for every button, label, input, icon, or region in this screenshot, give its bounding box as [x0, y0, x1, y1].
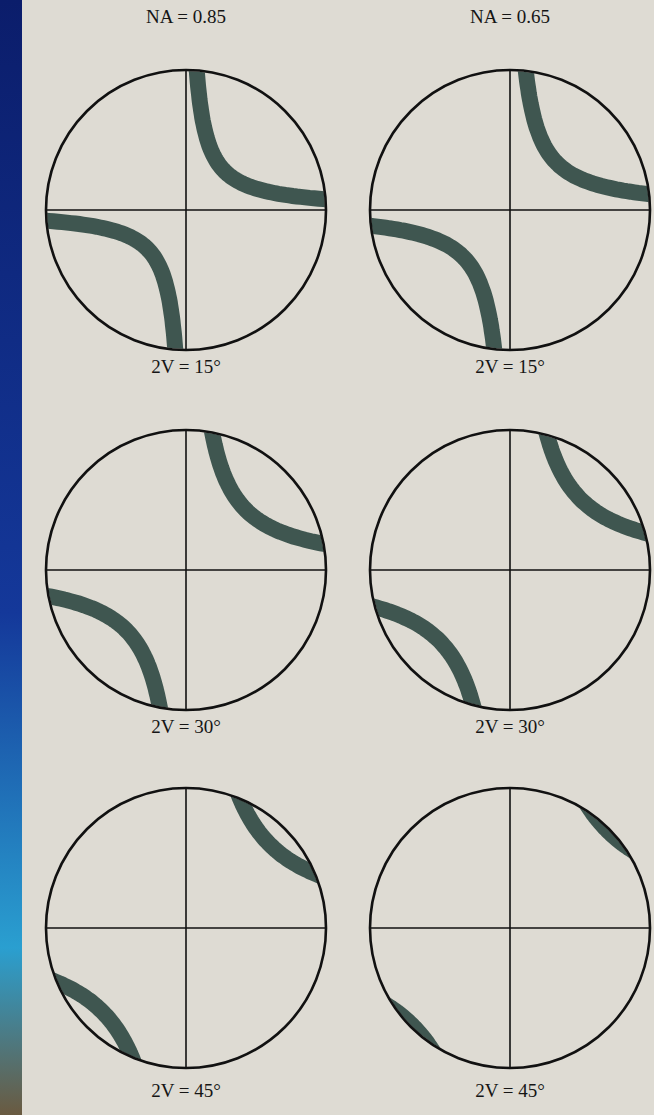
crosshair	[370, 209, 650, 211]
isogyre	[345, 763, 654, 1093]
figure-caption: 2V = 30°	[148, 716, 224, 738]
isogyre	[21, 763, 351, 1093]
figure-caption: 2V = 45°	[148, 1080, 224, 1102]
crosshair	[46, 927, 326, 929]
isogyre	[345, 45, 654, 375]
figure-caption: 2V = 30°	[472, 716, 548, 738]
field-circle	[46, 430, 326, 710]
figure-caption: 2V = 45°	[472, 1080, 548, 1102]
field-circle	[370, 788, 650, 1068]
isogyre	[21, 45, 351, 375]
crosshair	[370, 927, 650, 929]
figure-caption: 2V = 15°	[472, 356, 548, 378]
isogyre	[345, 405, 654, 735]
crosshair	[46, 209, 326, 211]
column-heading: NA = 0.65	[467, 6, 553, 28]
field-circle	[46, 788, 326, 1068]
isogyre	[21, 405, 351, 735]
field-circle	[370, 430, 650, 710]
figure-caption: 2V = 15°	[148, 356, 224, 378]
crosshair	[370, 569, 650, 571]
slide-strip	[0, 0, 22, 1115]
field-circle	[370, 70, 650, 350]
field-circle	[46, 70, 326, 350]
crosshair	[46, 569, 326, 571]
column-heading: NA = 0.85	[143, 6, 229, 28]
